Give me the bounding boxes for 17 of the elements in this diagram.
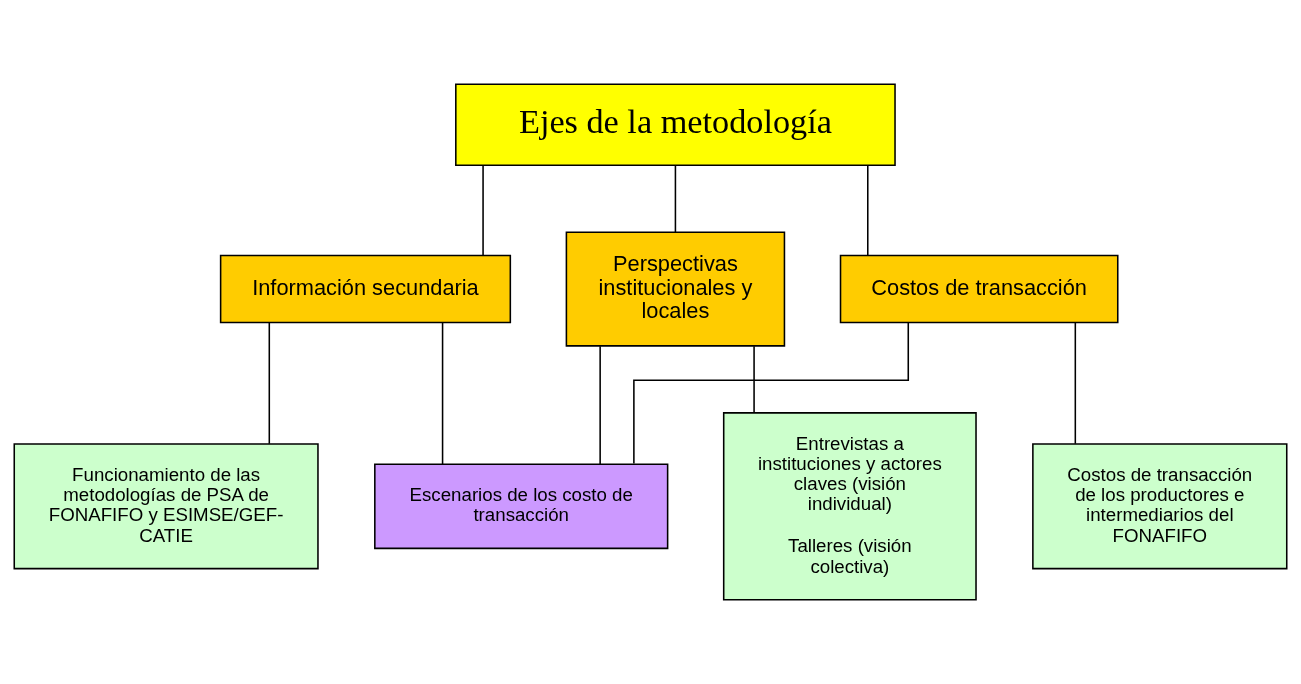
connector (1074, 322, 1077, 445)
node-box: Información secundaria (219, 254, 512, 324)
node-box: Entrevistas a instituciones y actores claves (visión individual) Talleres (visión colectiva) (722, 412, 977, 601)
connector (482, 164, 484, 257)
connector (268, 322, 271, 445)
node-box: Costos de transacción de los productores e intermediarios del FONAFIFO (1032, 443, 1288, 570)
node-box: Costos de transacción (839, 254, 1119, 324)
node-box: Escenarios de los costo de transacción (374, 463, 669, 550)
connector (633, 322, 910, 465)
node-box: Funcionamiento de las metodologías de PSA de FONAFIFO y ESIMSE/GEF-CATIE (13, 443, 319, 570)
connector (867, 164, 869, 257)
connector (753, 345, 755, 414)
connector (674, 164, 677, 233)
node-box: Perspectivas institucionales y locales (565, 231, 786, 347)
connector (599, 345, 601, 465)
node-box: Ejes de la metodología (455, 83, 896, 166)
connector (441, 322, 444, 465)
